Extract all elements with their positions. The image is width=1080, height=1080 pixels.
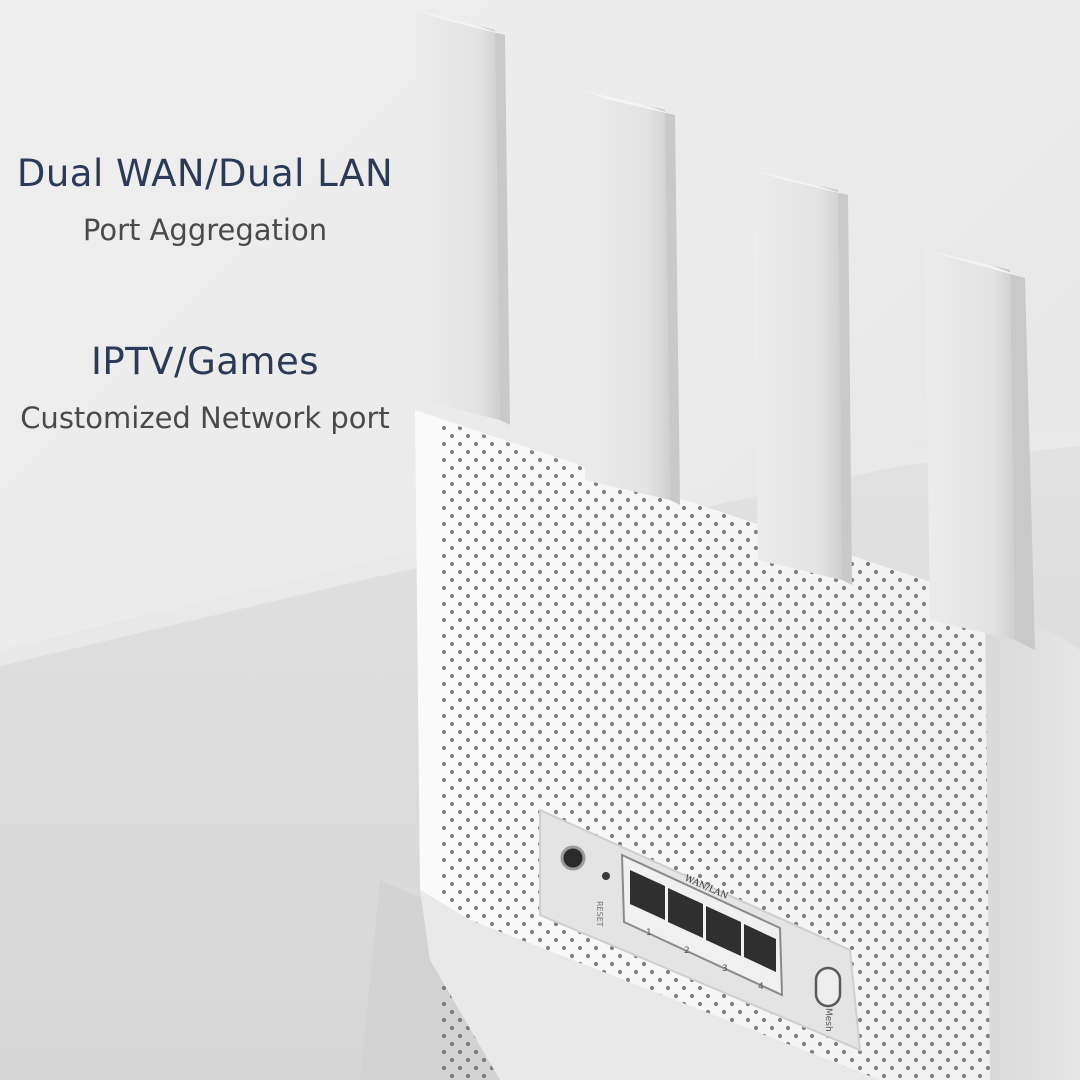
- ethernet-port-3: [706, 906, 741, 956]
- router-base: [420, 890, 880, 1080]
- mesh-label: Mesh: [823, 1008, 833, 1032]
- feature-dual-wan: Dual WAN/Dual LAN Port Aggregation: [0, 148, 410, 250]
- feature-iptv-games: IPTV/Games Customized Network port: [0, 336, 410, 438]
- port-number-4: 4: [758, 982, 764, 992]
- feature-subtitle: Port Aggregation: [82, 213, 328, 247]
- antenna-2: [580, 90, 680, 505]
- reset-hole: [602, 872, 610, 880]
- router-side-panel: [985, 600, 1080, 1080]
- antenna-3: [752, 170, 852, 585]
- feature-title: Dual WAN/Dual LAN: [16, 152, 394, 195]
- reset-label: RESET: [595, 901, 604, 927]
- port-number-1: 1: [646, 928, 652, 938]
- antenna-1: [415, 10, 510, 425]
- antenna-4: [925, 250, 1035, 650]
- ethernet-port-4: [744, 924, 776, 972]
- port-number-2: 2: [684, 946, 690, 956]
- power-jack: [560, 845, 586, 871]
- ethernet-port-2: [668, 888, 703, 938]
- feature-title: IPTV/Games: [90, 340, 320, 383]
- feature-subtitle: Customized Network port: [20, 401, 390, 435]
- mesh-button: [814, 966, 842, 1008]
- ethernet-port-1: [630, 870, 665, 920]
- port-number-3: 3: [722, 964, 728, 974]
